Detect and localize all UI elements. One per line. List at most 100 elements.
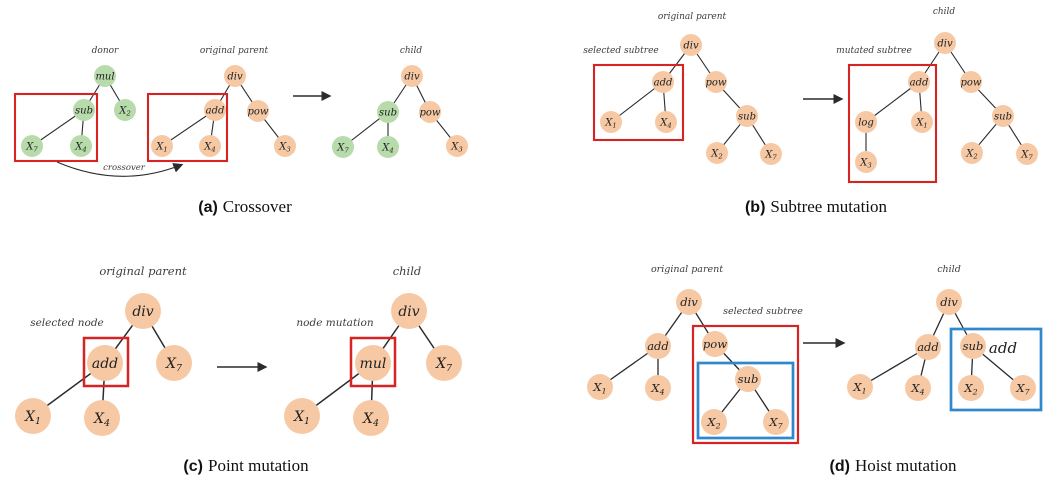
node-pow: pow: [705, 71, 727, 93]
node-sub: sub: [377, 101, 399, 123]
node-pow: pow: [419, 101, 441, 123]
svg-text:add: add: [917, 340, 939, 354]
svg-text:mul: mul: [360, 356, 387, 372]
annotation-original-parent: original parent: [651, 264, 723, 275]
svg-text:sub: sub: [994, 111, 1012, 122]
svg-text:pow: pow: [248, 106, 269, 117]
svg-text:X4: X4: [650, 381, 664, 397]
annotation-node-mutation: node mutation: [296, 317, 373, 329]
svg-text:X2: X2: [710, 148, 722, 160]
caption-crossover: (a)Crossover: [198, 197, 292, 217]
caption-subtree-mutation-label: (b): [744, 199, 766, 216]
svg-text:div: div: [227, 71, 243, 82]
node-add: add: [652, 71, 674, 93]
node-x4: X4: [655, 111, 677, 133]
svg-text:X3: X3: [278, 141, 290, 153]
child-hoisted-box: [949, 327, 1043, 412]
caption-point-mutation-label: (c): [183, 458, 203, 475]
svg-text:add: add: [654, 77, 673, 88]
annotation-crossover: crossover: [103, 163, 146, 173]
svg-text:X1: X1: [852, 380, 866, 396]
svg-text:X2: X2: [963, 381, 977, 397]
svg-text:add: add: [647, 339, 669, 353]
svg-text:X7: X7: [764, 149, 777, 161]
svg-text:pow: pow: [961, 77, 982, 88]
svg-text:X4: X4: [93, 411, 110, 429]
donor-selected-subtree-box: [13, 92, 99, 163]
annotation-child: child: [400, 46, 423, 56]
caption-hoist-mutation: (d)Hoist mutation: [830, 456, 957, 476]
svg-text:sub: sub: [738, 111, 756, 122]
caption-subtree-mutation: (b)Subtree mutation: [745, 197, 887, 217]
node-div: div: [676, 289, 702, 315]
svg-text:X2: X2: [118, 105, 130, 117]
annotation-mutated-subtree: mutated subtree: [836, 46, 912, 56]
svg-text:X4: X4: [659, 117, 671, 129]
svg-text:div: div: [683, 40, 699, 51]
annotation-original-parent: original parent: [99, 264, 187, 278]
node-x1: X1: [151, 135, 173, 157]
node-div: div: [934, 32, 956, 54]
node-sub: sub: [73, 99, 95, 121]
node-x1: X1: [15, 398, 51, 434]
node-add: add: [645, 333, 671, 359]
crossover-arrow: [56, 161, 184, 177]
node-x7: X7: [156, 345, 192, 381]
node-div: div: [224, 65, 246, 87]
node-div: div: [401, 65, 423, 87]
node-x7: X7: [1010, 375, 1036, 401]
node-add: add: [915, 334, 941, 360]
svg-text:pow: pow: [703, 337, 727, 351]
node-x4: X4: [353, 400, 389, 436]
node-x7: X7: [426, 345, 462, 381]
hoisted-subtree-box: [696, 361, 795, 440]
node-x1: X1: [911, 111, 933, 133]
svg-text:sub: sub: [379, 107, 397, 118]
mutated-subtree-box: [847, 63, 938, 184]
node-add: add: [204, 99, 226, 121]
svg-text:add: add: [92, 356, 118, 372]
annotation-donor: donor: [92, 46, 119, 56]
svg-text:div: div: [404, 71, 420, 82]
svg-text:add: add: [206, 105, 225, 116]
svg-text:X4: X4: [74, 141, 86, 153]
node-x4: X4: [70, 135, 92, 157]
node-x7: X7: [763, 409, 789, 435]
edge-add-log: [865, 81, 920, 123]
caption-point-mutation: (c)Point mutation: [183, 456, 308, 476]
svg-text:X1: X1: [915, 117, 927, 129]
node-sub: sub: [960, 333, 986, 359]
svg-text:log: log: [858, 117, 874, 128]
node-sub: sub: [992, 105, 1014, 127]
svg-text:div: div: [937, 38, 953, 49]
svg-text:sub: sub: [963, 339, 984, 353]
selected-subtree-box: [691, 324, 800, 445]
node-x2: X2: [958, 375, 984, 401]
node-add: add: [908, 71, 930, 93]
node-x3: X3: [274, 135, 296, 157]
selected-subtree-box: [592, 63, 685, 142]
svg-text:div: div: [132, 304, 153, 320]
svg-text:div: div: [680, 295, 698, 309]
node-div: div: [125, 293, 161, 329]
node-div: div: [936, 289, 962, 315]
node-x1: X1: [847, 374, 873, 400]
node-add: add: [87, 345, 123, 381]
annotation-child: child: [393, 264, 422, 278]
caption-point-mutation-text: Point mutation: [207, 456, 309, 475]
node-x4: X4: [377, 136, 399, 158]
svg-text:X4: X4: [362, 411, 379, 429]
node-sub: sub: [736, 105, 758, 127]
node-x2: X2: [114, 99, 136, 121]
node-pow: pow: [702, 331, 728, 357]
node-x7: X7: [1016, 143, 1038, 165]
annotation-child: child: [937, 264, 961, 275]
svg-text:sub: sub: [75, 105, 93, 116]
node-x7: X7: [21, 135, 43, 157]
annotation-child: child: [933, 7, 956, 17]
node-x1: X1: [587, 374, 613, 400]
caption-hoist-mutation-label: (d): [829, 458, 850, 475]
